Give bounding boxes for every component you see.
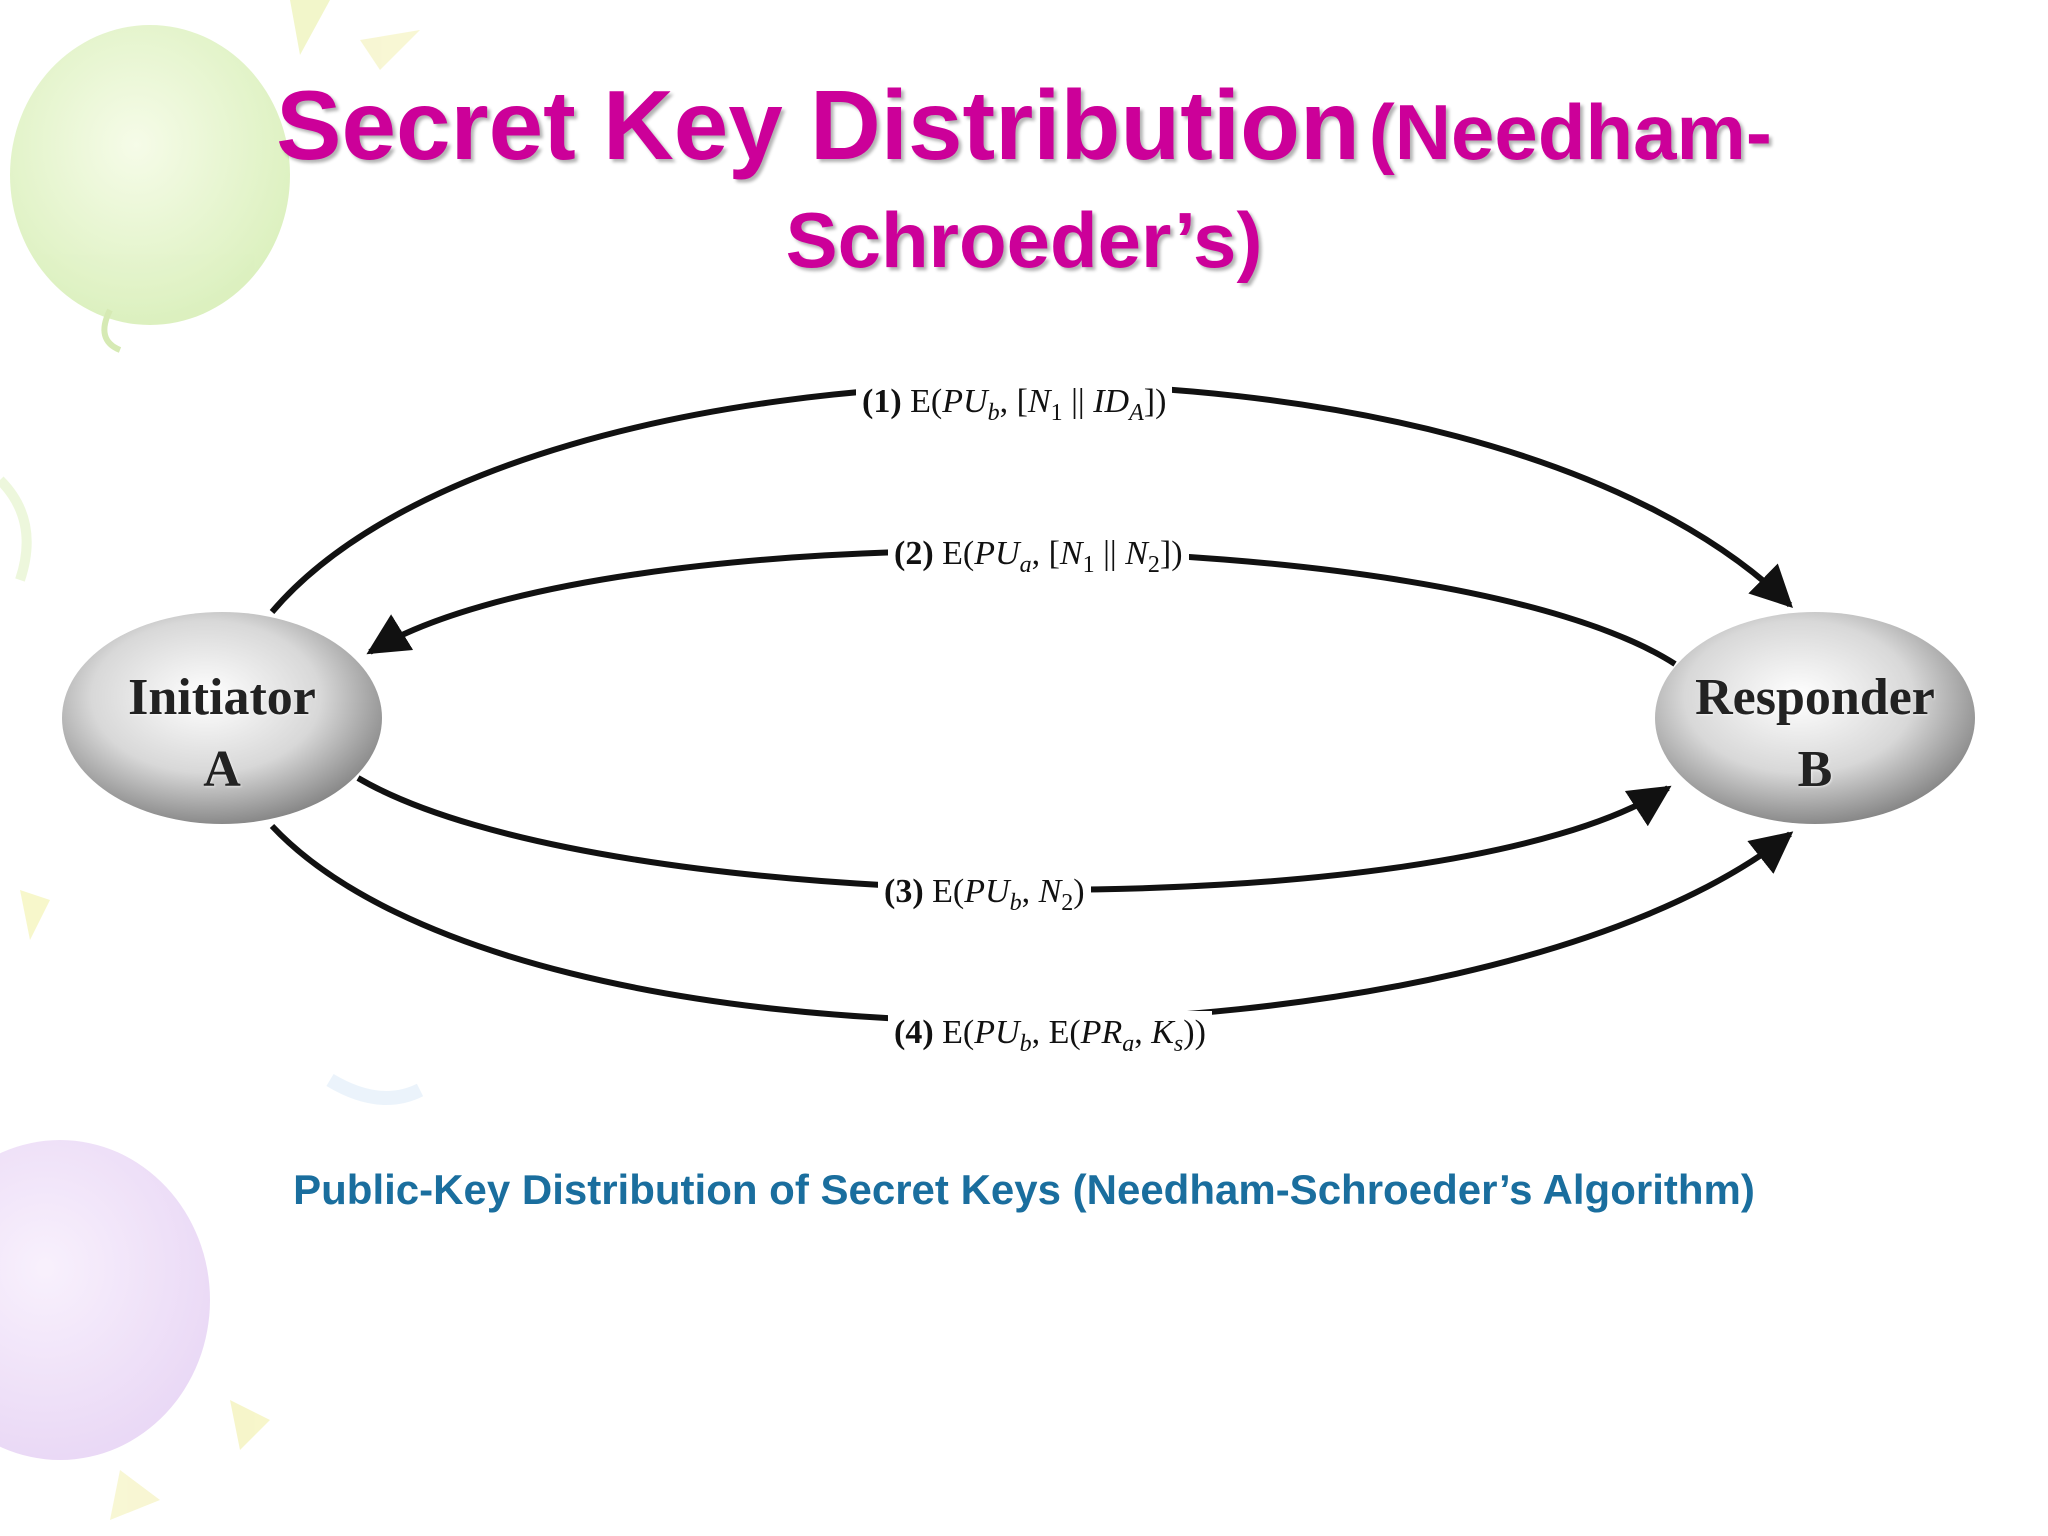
- green-balloon: [10, 25, 290, 353]
- slide-title-line2: Schroeder’s): [785, 196, 1263, 284]
- message-4-number: (4): [894, 1014, 934, 1051]
- message-2-label: (2) E(PUa, [N1 || N2]): [888, 532, 1189, 577]
- initiator-label-line2: A: [203, 741, 241, 798]
- title-main: Secret Key Distribution: [276, 70, 1360, 180]
- slide-title-line1: Secret Key Distribution (Needham-: [0, 60, 2048, 190]
- message-3-number: (3): [884, 873, 924, 910]
- responder-node: [1655, 612, 1975, 824]
- purple-balloon: [0, 1140, 210, 1460]
- title-paren: (Needham-: [1368, 88, 1772, 176]
- message-2-number: (2): [894, 535, 934, 572]
- responder-label: Responder B: [1655, 662, 1975, 806]
- message-1-label: (1) E(PUb, [N1 || IDA]): [856, 380, 1173, 425]
- responder-label-line1: Responder: [1695, 669, 1935, 726]
- responder-label-line2: B: [1797, 741, 1833, 798]
- figure-caption: Public-Key Distribution of Secret Keys (…: [293, 1166, 1755, 1213]
- confetti-shapes: [0, 0, 424, 1520]
- message-1-number: (1): [862, 383, 902, 420]
- arrow-message-4: [269, 823, 1794, 1025]
- initiator-label-line1: Initiator: [128, 669, 316, 726]
- initiator-node: [62, 612, 382, 824]
- message-4-label: (4) E(PUb, E(PRa, Ks)): [888, 1011, 1212, 1056]
- message-3-label: (3) E(PUb, N2): [878, 870, 1091, 915]
- initiator-label: Initiator A: [62, 662, 382, 806]
